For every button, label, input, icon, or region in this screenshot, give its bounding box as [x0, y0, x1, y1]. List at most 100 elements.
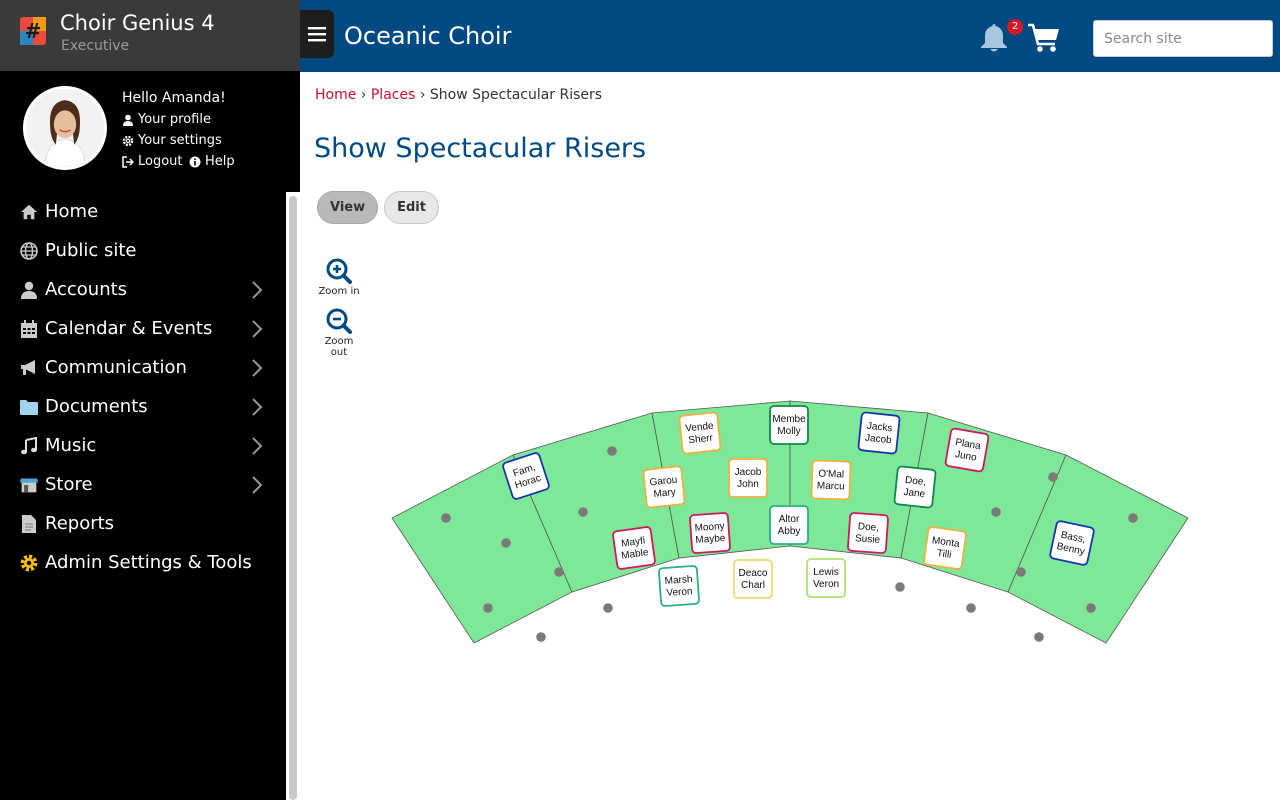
avatar[interactable]: [23, 86, 107, 170]
tab-view[interactable]: View: [317, 191, 379, 224]
calendar-icon: [20, 319, 38, 338]
page-title: Show Spectacular Risers: [314, 133, 647, 164]
empty-seat-dot[interactable]: [1128, 513, 1138, 523]
singer-card-box: [847, 512, 889, 554]
singer-name-line2: Jacob: [864, 433, 892, 447]
empty-seat-dot[interactable]: [1086, 603, 1096, 613]
empty-seat-dot[interactable]: [607, 446, 617, 456]
tab-edit[interactable]: Edit: [384, 191, 439, 224]
singer-name-line2: Sherr: [688, 433, 714, 447]
app-name[interactable]: Choir Genius 4: [60, 11, 215, 35]
chevron-right-icon[interactable]: [250, 281, 264, 299]
sidebar-item-admin-settings[interactable]: Admin Settings & Tools: [0, 543, 286, 582]
zoom-out-button[interactable]: Zoom out: [315, 308, 363, 358]
singer-name-line1: Plana: [954, 437, 982, 452]
scrollbar-thumb[interactable]: [289, 196, 297, 800]
settings-link-label: Your settings: [138, 133, 222, 148]
empty-seat-dot[interactable]: [603, 603, 613, 613]
empty-seat-dot[interactable]: [1048, 472, 1058, 482]
search-input[interactable]: [1093, 20, 1273, 57]
singer-card[interactable]: Doe,Susie: [847, 512, 889, 554]
home-icon: [20, 203, 38, 221]
singer-card[interactable]: Bass,Benny: [1049, 520, 1095, 566]
sidebar-item-home[interactable]: Home: [0, 192, 286, 231]
notification-badge[interactable]: 2: [1007, 19, 1023, 35]
empty-seat-dot[interactable]: [554, 567, 564, 577]
empty-seat-dot[interactable]: [1016, 567, 1026, 577]
breadcrumb-home[interactable]: Home: [315, 87, 357, 103]
empty-seat-dot[interactable]: [441, 513, 451, 523]
sidebar-item-communication[interactable]: Communication: [0, 348, 286, 387]
menu-toggle-button[interactable]: [300, 10, 334, 58]
chevron-right-icon[interactable]: [250, 398, 264, 416]
empty-seat-dot[interactable]: [895, 582, 905, 592]
empty-seat-dot[interactable]: [1034, 632, 1044, 642]
empty-seat-dot[interactable]: [991, 507, 1001, 517]
help-link-label: Help: [205, 154, 235, 169]
cart-icon[interactable]: [1027, 22, 1061, 54]
zoom-in-button[interactable]: Zoom in: [315, 258, 363, 297]
riser-section-6[interactable]: [1007, 454, 1189, 644]
sidebar-item-accounts[interactable]: Accounts: [0, 270, 286, 309]
sidebar-item-reports[interactable]: Reports: [0, 504, 286, 543]
sidebar-item-label: Public site: [45, 240, 137, 261]
bell-icon[interactable]: [980, 22, 1008, 54]
sidebar-scrollbar[interactable]: [286, 192, 300, 800]
empty-seat-dot[interactable]: [966, 603, 976, 613]
singer-name-line1: Moony: [694, 521, 725, 534]
sidebar-item-public-site[interactable]: Public site: [0, 231, 286, 270]
settings-link[interactable]: Your settings: [122, 133, 222, 148]
logout-link[interactable]: Logout: [122, 154, 183, 169]
empty-seat-dot[interactable]: [536, 632, 546, 642]
svg-text:#: #: [25, 19, 42, 43]
sidebar-item-store[interactable]: Store: [0, 465, 286, 504]
singer-name-line2: John: [737, 479, 759, 490]
chevron-right-icon[interactable]: [250, 320, 264, 338]
sidebar-item-calendar-events[interactable]: Calendar & Events: [0, 309, 286, 348]
singer-card[interactable]: Fam,Horac: [502, 452, 550, 500]
singer-card-box: [769, 405, 809, 445]
chevron-right-icon[interactable]: [250, 476, 264, 494]
singer-name-line1: Mayfi: [621, 535, 646, 549]
sidebar-item-documents[interactable]: Documents: [0, 387, 286, 426]
singer-name-line2: Jane: [903, 487, 926, 500]
user-block: Hello Amanda! Your profile Your settings…: [0, 72, 300, 190]
singer-card-box: [769, 505, 809, 545]
chevron-right-icon[interactable]: [250, 359, 264, 377]
breadcrumb-separator: ›: [419, 87, 426, 103]
sidebar: # Choir Genius 4 Executive Hello Amanda!…: [0, 0, 300, 800]
singer-card-box: [642, 465, 686, 509]
singer-name-line2: Tilli: [936, 548, 952, 561]
org-title[interactable]: Oceanic Choir: [344, 22, 512, 50]
empty-seat-dot[interactable]: [501, 538, 511, 548]
singer-card-box: [857, 411, 901, 455]
empty-seat-dot[interactable]: [483, 603, 493, 613]
zoom-out-label: Zoom out: [324, 336, 354, 358]
greeting: Hello Amanda!: [122, 90, 226, 106]
sidebar-item-label: Admin Settings & Tools: [45, 552, 252, 573]
chevron-right-icon[interactable]: [250, 437, 264, 455]
help-link[interactable]: Help: [189, 154, 235, 169]
breadcrumb-places[interactable]: Places: [370, 87, 416, 103]
sidebar-item-label: Home: [45, 201, 99, 222]
sidebar-item-music[interactable]: Music: [0, 426, 286, 465]
profile-link[interactable]: Your profile: [122, 112, 211, 127]
singer-card[interactable]: Doe,Jane: [893, 465, 937, 509]
singer-card-box: [1049, 520, 1095, 566]
empty-seat-dot[interactable]: [578, 507, 588, 517]
